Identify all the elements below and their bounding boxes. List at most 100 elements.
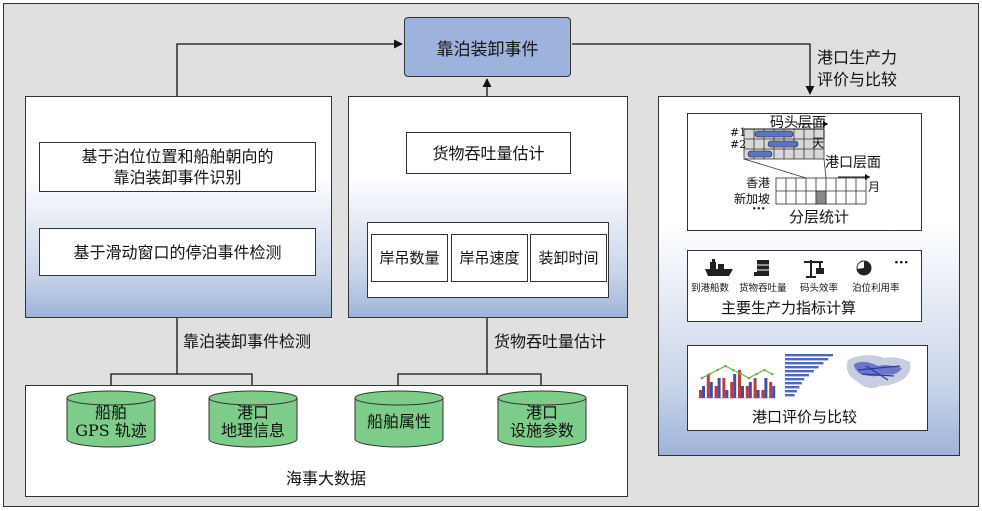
mini-line-point (708, 372, 712, 376)
row-label-2: #2 (730, 138, 747, 151)
mini-hbar (785, 394, 795, 397)
mini-bar (769, 382, 773, 398)
port-level-label: 港口层面 (825, 155, 881, 171)
mini-line-point (770, 372, 774, 376)
mini-bar-trend-line (701, 365, 773, 379)
mini-hbar (785, 366, 819, 369)
crane-speed-box: 岸吊速度 (451, 234, 528, 282)
database-port-fac-line2: 设施参数 (509, 421, 574, 440)
indicator-label-throughput: 货物吞吐量 (739, 283, 787, 294)
left-panel (25, 96, 332, 318)
mini-hbar-chart (785, 354, 833, 397)
mini-line-point (755, 372, 758, 376)
mini-bar (756, 390, 760, 398)
mini-bar (741, 386, 744, 398)
indicator-label-ships: 到港船数 (691, 283, 730, 294)
mini-line-point (724, 364, 727, 368)
mini-line-point (700, 376, 704, 380)
comparison-title: 港口评价与比较 (752, 408, 858, 426)
mini-hbar (785, 370, 814, 373)
estimate-arrow-label: 货物吞吐量估计 (494, 332, 607, 351)
database-cylinder-icon (66, 390, 156, 448)
database-cylinder-icon (208, 390, 298, 448)
stop-event-detection-box: 基于滑动窗口的停泊事件检测 (39, 228, 316, 276)
productivity-heading-line1: 港口生产力 (817, 48, 898, 67)
crane-icon (804, 260, 824, 278)
mini-line-point (747, 376, 751, 380)
maritime-big-data-label: 海事大数据 (286, 469, 367, 488)
mini-bar (709, 382, 713, 398)
indicator-label-berth-util: 泊位利用率 (852, 283, 900, 294)
throughput-estimate-box: 货物吞吐量估计 (406, 132, 571, 174)
mini-bar (772, 386, 776, 398)
mini-bar (745, 386, 749, 398)
detect-arrow-label: 靠泊装卸事件检测 (183, 332, 312, 351)
mini-line-point (763, 368, 766, 372)
port-more-label: ··· (752, 202, 766, 217)
top-event-box: 靠泊装卸事件 (404, 17, 571, 77)
mini-bar (761, 390, 765, 398)
indicator-more: ··· (894, 255, 909, 271)
database-cylinder-icon (497, 390, 587, 448)
berth-event-recognition-box: 基于泊位位置和船舶朝向的 靠泊装卸事件识别 (39, 142, 316, 192)
handling-time-label: 装卸时间 (538, 248, 599, 267)
mini-line-point (716, 368, 719, 372)
pie-icon (856, 260, 872, 276)
mini-bar (730, 382, 734, 398)
month-label: 月 (868, 180, 881, 194)
mini-bar (702, 386, 705, 398)
port-label-hk: 香港 (746, 176, 771, 190)
database-gps-trajectory: 船舶 GPS 轨迹 (66, 390, 156, 448)
mini-hbar (785, 390, 797, 393)
mini-hbar (785, 354, 833, 357)
throughput-estimate-label: 货物吞吐量估计 (432, 143, 545, 163)
mini-bar (706, 374, 710, 398)
mini-bar (717, 378, 721, 398)
mini-bar (753, 378, 757, 398)
database-ship-attr-line1: 船舶属性 (366, 412, 431, 431)
stop-event-detection-label: 基于滑动窗口的停泊事件检测 (73, 242, 282, 262)
berth-event-recognition-line2: 靠泊装卸事件识别 (113, 168, 242, 187)
crane-count-box: 岸吊数量 (371, 234, 448, 282)
handling-time-box: 装卸时间 (530, 234, 607, 282)
database-port-geo-line1: 港口 (236, 403, 269, 422)
mini-bar (722, 378, 726, 398)
crane-count-label: 岸吊数量 (379, 248, 440, 267)
mini-hbar (785, 374, 809, 377)
mini-bar-chart (698, 364, 776, 399)
layered-stats-box: 码头层面 天 #1 #2 港口层面 月 香港 新加坡 ··· 分层统计 (687, 113, 922, 231)
indicator-title: 主要生产力指标计算 (721, 299, 857, 317)
mini-hbar (785, 358, 829, 361)
productivity-heading-line2: 评价与比较 (817, 70, 898, 89)
database-port-geo: 港口 地理信息 (208, 390, 298, 448)
ship-icon (705, 259, 733, 276)
database-port-fac-line1: 港口 (525, 403, 558, 422)
comparison-charts (698, 354, 911, 399)
database-gps-line1: 船舶 (94, 403, 127, 422)
layered-stats-grid (743, 121, 870, 205)
database-ship-attributes: 船舶属性 (354, 390, 444, 448)
database-cylinder-icon (354, 390, 444, 448)
database-port-facilities: 港口 设施参数 (497, 390, 587, 448)
row-label-1: #1 (730, 126, 747, 139)
indicator-label-efficiency: 码头效率 (800, 283, 839, 294)
top-event-label: 靠泊装卸事件 (436, 39, 539, 60)
berth-event-recognition-line1: 基于泊位位置和船舶朝向的 (81, 147, 274, 166)
mini-world-map (846, 355, 911, 389)
mini-bar (733, 374, 737, 398)
dock-level-label: 码头层面 (770, 115, 826, 131)
mini-line-point (739, 372, 743, 376)
indicator-box: ··· 到港船数 货物吞吐量 码头效率 泊位利用率 主要生产力指标计算 (687, 250, 922, 322)
mini-line-point (731, 368, 735, 372)
mini-hbar (785, 378, 805, 381)
mini-hbar (785, 362, 824, 365)
cargo-icon (754, 260, 769, 276)
database-port-geo-line2: 地理信息 (220, 421, 285, 440)
mini-bar (738, 370, 741, 398)
crane-speed-label: 岸吊速度 (459, 248, 520, 267)
mini-bar (764, 378, 768, 398)
mini-hbar (785, 382, 802, 385)
database-gps-line2: GPS 轨迹 (75, 421, 147, 440)
mini-hbar (785, 386, 800, 389)
